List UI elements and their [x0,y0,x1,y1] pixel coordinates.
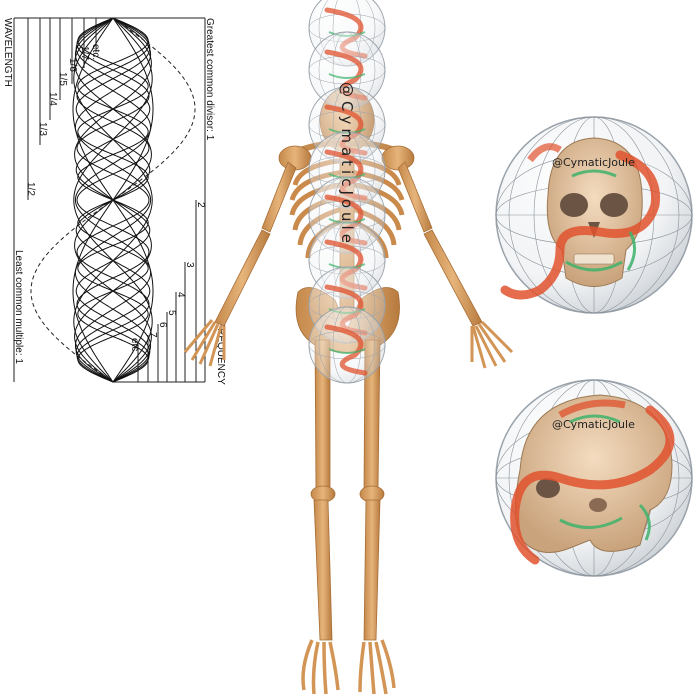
spine-spiral [324,324,368,376]
wavelength-label: 1/6 [67,58,78,72]
lcm-label: Least common multiple: 1 [13,250,24,364]
wavelength-title: WAVELENGTH [2,18,13,87]
frequency-label: 6 [157,322,168,328]
left-hand [183,319,226,367]
front-skull [546,137,643,287]
wavelength-label: 1/2 [25,182,36,196]
skull-sphere-side: @CymaticJoule [495,379,693,577]
left-tibia [313,499,333,641]
right-forearm [423,229,483,327]
spine-sphere [308,306,386,384]
left-shoulder [278,145,312,171]
standing-wave-curve [76,17,150,383]
standing-wave-curve [73,17,153,383]
frequency-title: FREQUENCY [215,322,226,385]
wavelength-label: 1/4 [47,92,58,106]
left-humerus [261,161,297,233]
spine-arrow [328,73,366,79]
fundamental-wave [30,17,196,383]
gcd-label: Greatest common divisor: 1 [204,18,215,141]
frequency-label: 2 [195,202,206,208]
wavelength-label: etc. [90,44,101,60]
standing-wave-curve [76,17,150,383]
right-humerus [397,161,433,233]
frequency-label: 3 [184,262,195,268]
frequency-label: 5 [166,310,177,316]
right-foot [358,639,396,695]
green-arrows [565,169,636,272]
bracket-lines [13,17,206,383]
spine-arrow [328,348,366,354]
frequency-label: etc. [129,338,140,354]
spine-watermark: @CymaticJoule [338,82,356,247]
green-arrows [559,414,651,541]
wavelength-label: 1/3 [37,122,48,136]
front-watermark: @CymaticJoule [552,156,635,169]
standing-wave-curve [73,17,153,383]
side-watermark: @CymaticJoule [552,418,635,431]
spine-sphere-stack [308,0,386,384]
skull-sphere-front: @CymaticJoule [495,116,693,314]
harmonic-series-panel: WAVELENGTH Greatest common divisor: 1 Le… [2,17,226,385]
wavelength-label: 1/7 [79,46,90,60]
side-spiral [510,405,675,565]
frequency-label: 7 [147,332,158,338]
side-skull [514,394,673,553]
left-forearm [214,229,271,327]
wavelength-label: 1/5 [57,72,68,86]
frequency-labels: 2 3 4 5 6 7 etc. [129,202,206,354]
right-hand [470,320,514,369]
right-shoulder [381,145,415,171]
front-spiral [500,150,661,300]
left-foot [301,639,340,695]
frequency-label: 4 [175,292,186,298]
right-tibia [363,499,381,641]
